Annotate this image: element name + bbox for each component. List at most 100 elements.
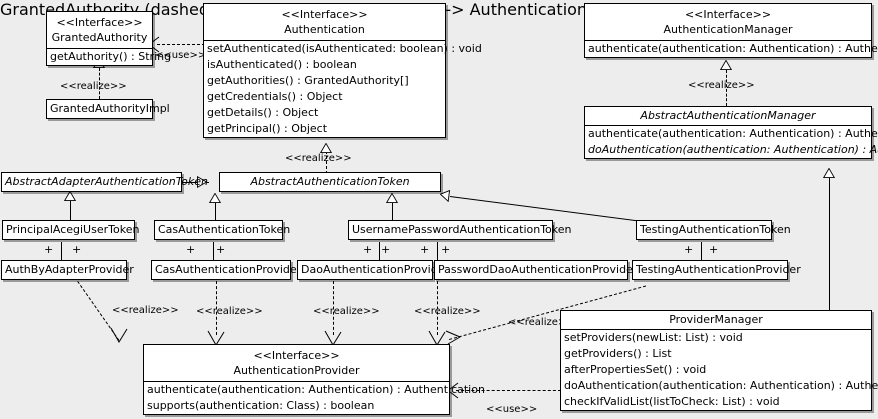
label-realize-authbyadapter: <<realize>> bbox=[112, 305, 179, 316]
connector-castoken-extends-abstracttoken bbox=[215, 203, 216, 220]
class-authentication-provider[interactable]: <<Interface>> AuthenticationProvider aut… bbox=[143, 344, 485, 415]
generalization-triangle-abstracttoken-userpass bbox=[386, 193, 398, 203]
generalization-triangle-abstractauthenticationmanager bbox=[823, 168, 835, 178]
class-principal-acegi-user-token[interactable]: PrincipalAcegiUserToken bbox=[2, 220, 140, 240]
class-dao-authentication-provider[interactable]: DaoAuthenticationProvider bbox=[297, 260, 449, 280]
arrowhead-realize-authbyadapter bbox=[110, 327, 128, 343]
generalization-triangle-abstracttoken-left bbox=[197, 176, 207, 188]
granted-authority-method-0: getAuthority() : String bbox=[50, 50, 172, 63]
authentication-manager-method-0: authenticate(authentication: Authenticat… bbox=[588, 42, 878, 55]
class-abstract-authentication-manager[interactable]: AbstractAuthenticationManager authentica… bbox=[584, 106, 878, 159]
plus-principal-right: + bbox=[72, 243, 82, 256]
class-cas-authentication-provider[interactable]: CasAuthenticationProvider bbox=[151, 260, 302, 280]
authentication-manager-methods: authenticate(authentication: Authenticat… bbox=[585, 40, 878, 57]
connector-grantedauthorityimpl-realizes-grantedauthority bbox=[99, 68, 100, 99]
label-realize-passworddaoprovider: <<realize>> bbox=[414, 306, 481, 317]
authentication-method-0: setAuthenticated(isAuthenticated: boolea… bbox=[207, 42, 482, 55]
class-authentication-manager[interactable]: <<Interface>> AuthenticationManager auth… bbox=[584, 3, 878, 58]
password-dao-authentication-provider-name: PasswordDaoAuthenticationProvider bbox=[438, 263, 638, 276]
class-abstract-adapter-authentication-token[interactable]: AbstractAdapterAuthenticationToken bbox=[1, 172, 208, 192]
class-testing-authentication-provider[interactable]: TestingAuthenticationProvider bbox=[632, 260, 801, 280]
abstract-authentication-manager-methods: authenticate(authentication: Authenticat… bbox=[585, 125, 878, 158]
connector-passworddaoprovider-realizes-authenticationprovider bbox=[437, 281, 438, 335]
provider-manager-method-1: getProviders() : List bbox=[564, 347, 672, 360]
authentication-manager-name: AuthenticationManager bbox=[663, 23, 793, 36]
authentication-provider-stereotype: <<Interface>> bbox=[253, 349, 340, 362]
authentication-method-1: isAuthenticated() : boolean bbox=[207, 58, 357, 71]
connector-principalacegitoken-extends-abstractadaptertoken bbox=[70, 200, 71, 220]
authentication-provider-method-0: authenticate(authentication: Authenticat… bbox=[147, 383, 485, 396]
provider-manager-method-0: setProviders(newList: List) : void bbox=[564, 331, 743, 344]
abstract-authentication-manager-name: AbstractAuthenticationManager bbox=[640, 109, 816, 122]
authentication-name: Authentication bbox=[284, 23, 365, 36]
connector-casprovider-realizes-authenticationprovider bbox=[216, 281, 217, 335]
plus-passworddao-left: + bbox=[441, 243, 451, 256]
plus-dao-right: + bbox=[381, 243, 391, 256]
authentication-provider-methods: authenticate(authentication: Authenticat… bbox=[144, 381, 485, 414]
auth-by-adapter-provider-name: AuthByAdapterProvider bbox=[5, 263, 134, 276]
assoc-castoken-casprovider bbox=[213, 242, 214, 260]
label-use-providermanager: <<use>> bbox=[486, 404, 538, 415]
principal-acegi-user-token-name: PrincipalAcegiUserToken bbox=[6, 223, 140, 236]
authentication-method-5: getPrincipal() : Object bbox=[207, 122, 328, 135]
connector-abstractauthenticationmanager-realizes-authenticationmanager bbox=[726, 70, 727, 106]
authentication-provider-method-1: supports(authentication: Class) : boolea… bbox=[147, 399, 375, 412]
label-realize-grantedauthority: <<realize>> bbox=[60, 81, 127, 92]
class-abstract-authentication-token[interactable]: AbstractAuthenticationToken bbox=[219, 172, 441, 192]
connector-authentication-uses-grantedauthority bbox=[157, 44, 205, 45]
authentication-provider-name: AuthenticationProvider bbox=[233, 364, 360, 377]
username-password-authentication-token-name: UsernamePasswordAuthenticationToken bbox=[352, 223, 572, 236]
plus-cas-right: + bbox=[216, 243, 226, 256]
class-testing-authentication-token[interactable]: TestingAuthenticationToken bbox=[636, 220, 791, 240]
provider-manager-method-2: afterPropertiesSet() : void bbox=[564, 363, 707, 376]
provider-manager-method-3: doAuthentication(authentication: Authent… bbox=[564, 379, 878, 392]
generalization-triangle-abstractadaptertoken bbox=[64, 191, 76, 201]
class-username-password-authentication-token[interactable]: UsernamePasswordAuthenticationToken bbox=[348, 220, 572, 240]
plus-testing-right: + bbox=[709, 243, 719, 256]
class-auth-by-adapter-provider[interactable]: AuthByAdapterProvider bbox=[1, 260, 134, 280]
cas-authentication-token-name: CasAuthenticationToken bbox=[158, 223, 291, 236]
class-granted-authority-impl[interactable]: GrantedAuthorityImpl bbox=[46, 99, 170, 119]
label-realize-casprovider: <<realize>> bbox=[196, 306, 263, 317]
generalization-triangle-abstracttoken-cas bbox=[209, 193, 221, 203]
plus-testing-left: + bbox=[684, 243, 694, 256]
plus-passworddao-right: + bbox=[420, 243, 430, 256]
granted-authority-name: GrantedAuthority bbox=[51, 31, 148, 44]
abstract-authentication-token-name: AbstractAuthenticationToken bbox=[250, 175, 410, 188]
generalization-triangle-authentication bbox=[320, 143, 332, 153]
class-cas-authentication-token[interactable]: CasAuthenticationToken bbox=[154, 220, 291, 240]
generalization-triangle-abstracttoken-testing bbox=[440, 190, 450, 202]
class-password-dao-authentication-provider[interactable]: PasswordDaoAuthenticationProvider bbox=[434, 260, 638, 280]
connector-testingtoken-extends-abstracttoken bbox=[449, 196, 650, 223]
authentication-method-4: getDetails() : Object bbox=[207, 106, 319, 119]
connector-daoprovider-realizes-authenticationprovider bbox=[333, 281, 334, 335]
connector-abstractadaptertoken-extends-abstracttoken bbox=[181, 182, 209, 183]
dao-authentication-provider-name: DaoAuthenticationProvider bbox=[301, 263, 449, 276]
granted-authority-methods: getAuthority() : String bbox=[47, 48, 172, 65]
class-authentication[interactable]: <<Interface>> Authentication setAuthenti… bbox=[203, 3, 482, 138]
assoc-userpasstoken-passworddaoprovider bbox=[437, 242, 438, 260]
label-realize-daoprovider: <<realize>> bbox=[313, 306, 380, 317]
class-granted-authority[interactable]: <<Interface>> GrantedAuthority getAuthor… bbox=[46, 11, 172, 66]
class-provider-manager[interactable]: ProviderManager setProviders(newList: Li… bbox=[560, 310, 878, 411]
connector-providermanager-uses-authenticationprovider bbox=[456, 390, 561, 391]
granted-authority-impl-name: GrantedAuthorityImpl bbox=[50, 102, 170, 115]
label-realize-authenticationmanager: <<realize>> bbox=[688, 80, 755, 91]
generalization-triangle-authenticationmanager bbox=[720, 60, 732, 70]
provider-manager-methods: setProviders(newList: List) : void getPr… bbox=[561, 329, 878, 410]
authentication-manager-stereotype: <<Interface>> bbox=[684, 8, 772, 21]
provider-manager-method-4: checkIfValidList(listToCheck: List) : vo… bbox=[564, 395, 780, 408]
assoc-userpasstoken-daoprovider bbox=[379, 242, 380, 260]
connector-userpasstoken-extends-abstracttoken bbox=[392, 203, 393, 220]
authentication-method-2: getAuthorities() : GrantedAuthority[] bbox=[207, 74, 409, 87]
cas-authentication-provider-name: CasAuthenticationProvider bbox=[155, 263, 302, 276]
abstract-authentication-manager-method-0: authenticate(authentication: Authenticat… bbox=[588, 127, 878, 140]
authentication-method-3: getCredentials() : Object bbox=[207, 90, 343, 103]
plus-principal-left: + bbox=[44, 243, 54, 256]
label-realize-testingprovider: <<realize>> bbox=[508, 317, 575, 328]
label-realize-authentication: <<realize>> bbox=[285, 153, 352, 164]
testing-authentication-token-name: TestingAuthenticationToken bbox=[640, 223, 791, 236]
authentication-methods: setAuthenticated(isAuthenticated: boolea… bbox=[204, 40, 482, 137]
testing-authentication-provider-name: TestingAuthenticationProvider bbox=[636, 263, 801, 276]
